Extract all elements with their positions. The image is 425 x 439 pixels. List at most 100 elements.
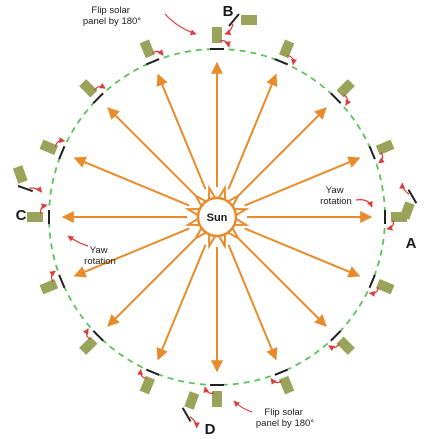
- solar-panel-icon: [375, 139, 395, 156]
- satellite-position: [39, 270, 66, 295]
- yaw-arrow-icon: [94, 82, 106, 91]
- yaw-note-left: Yaw rotation: [84, 245, 116, 267]
- yaw-arrow-icon: [224, 23, 234, 36]
- satellite-position: [137, 368, 160, 395]
- solar-panel-icon: [139, 375, 156, 395]
- yaw-arrow-icon: [189, 416, 200, 429]
- solar-panel-icon: [375, 278, 395, 295]
- satellite-boom: [274, 58, 289, 66]
- satellite-position: [139, 39, 164, 66]
- flip-panel: [181, 391, 200, 429]
- solar-panel-icon: [241, 15, 257, 25]
- flip-note-top: Flip solar panel by 180°: [83, 5, 141, 27]
- satellite-boom: [407, 189, 418, 204]
- satellite-boom: [17, 184, 34, 193]
- satellite-boom: [58, 274, 66, 289]
- yaw-arrow-icon: [328, 343, 340, 352]
- satellite-position: [203, 384, 224, 407]
- flip-panel: [224, 13, 257, 36]
- point-d-label: D: [205, 421, 216, 438]
- sun-ray-arrow: [107, 237, 197, 327]
- solar-panel-icon: [278, 39, 295, 59]
- satellite-position: [210, 27, 231, 50]
- satellite-boom: [145, 58, 160, 66]
- sun-ray-arrow: [107, 107, 197, 197]
- point-c-label: C: [16, 207, 27, 224]
- flip-panel: [12, 165, 43, 193]
- flip-panel: [399, 182, 418, 220]
- sun-ray-arrow: [73, 227, 190, 278]
- yaw-arrow-icon: [82, 328, 91, 340]
- satellite-boom: [368, 145, 376, 160]
- solar-panel-icon: [79, 79, 98, 98]
- yaw-arrow-icon: [386, 219, 394, 231]
- satellite-boom: [228, 13, 240, 27]
- satellite-positions: [27, 27, 407, 407]
- sun-ray-arrow: [237, 237, 327, 327]
- solar-panel-icon: [336, 79, 355, 98]
- satellite-boom: [330, 330, 342, 342]
- yaw-arrow-icon: [152, 49, 164, 56]
- satellite-position: [328, 330, 355, 355]
- point-a-label: A: [406, 235, 417, 252]
- satellite-boom: [92, 330, 104, 342]
- satellite-boom: [330, 92, 342, 104]
- yaw-arrow-icon: [368, 287, 380, 297]
- yaw-arrow-icon: [287, 54, 297, 66]
- yaw-arrow-left: [67, 235, 89, 247]
- flip-arrow-bottom: [233, 400, 253, 413]
- yaw-arrow-icon: [378, 152, 385, 164]
- sun-ray-arrow: [244, 227, 361, 278]
- yaw-note-right: Yaw rotation: [320, 185, 352, 207]
- yaw-arrow-icon: [54, 137, 66, 147]
- sun-disc: [196, 196, 238, 238]
- solar-panel-icon: [12, 165, 28, 184]
- solar-panel-icon: [212, 27, 222, 43]
- sun-ray-arrow: [227, 244, 278, 361]
- satellite-boom: [181, 407, 192, 422]
- yaw-arrow-icon: [343, 94, 352, 106]
- yaw-arrow-icon: [219, 40, 231, 48]
- satellite-position: [79, 328, 104, 355]
- yaw-arrow-icon: [270, 378, 282, 385]
- satellite-position: [368, 139, 395, 164]
- solar-panel-icon: [278, 375, 295, 395]
- solar-panel-icon: [139, 39, 156, 59]
- flip-positions: [12, 13, 418, 429]
- solar-panel-icon: [39, 278, 59, 295]
- flip-note-bottom: Flip solar panel by 180°: [256, 407, 314, 429]
- flip-arrow-top: [164, 13, 197, 36]
- sun-ray-arrow: [156, 73, 207, 190]
- yaw-arrow-icon: [40, 203, 48, 215]
- satellite-position: [270, 368, 295, 395]
- satellite-position: [27, 203, 50, 224]
- yaw-arrow-icon: [203, 386, 215, 394]
- satellite-boom: [58, 145, 66, 160]
- satellite-boom: [145, 368, 160, 376]
- solar-panel-icon: [212, 391, 222, 407]
- point-b-label: B: [223, 3, 234, 20]
- sun-ray-arrow: [156, 244, 207, 361]
- sun-ray-arrow: [227, 73, 278, 190]
- yaw-arrow-icon: [137, 368, 147, 380]
- solar-panel-icon: [79, 336, 98, 355]
- yaw-arrow-icon: [29, 186, 43, 193]
- satellite-position: [368, 274, 395, 297]
- satellite-boom: [368, 274, 376, 289]
- yaw-arrow-right: [355, 199, 373, 208]
- sun-label: Sun: [207, 212, 228, 224]
- yaw-arrow-icon: [49, 270, 56, 282]
- satellite-boom: [274, 368, 289, 376]
- satellite-boom: [92, 92, 104, 104]
- sun-ray-arrow: [244, 156, 361, 207]
- solar-panel-icon: [39, 139, 59, 156]
- sun-ray-arrow: [237, 107, 327, 197]
- solar-panel-icon: [27, 212, 43, 222]
- satellite-position: [39, 137, 66, 160]
- solar-panel-icon: [399, 201, 415, 220]
- yaw-arrow-icon: [399, 182, 410, 195]
- satellite-position: [330, 79, 355, 106]
- satellite-position: [274, 39, 297, 66]
- sun-rays: [61, 61, 373, 373]
